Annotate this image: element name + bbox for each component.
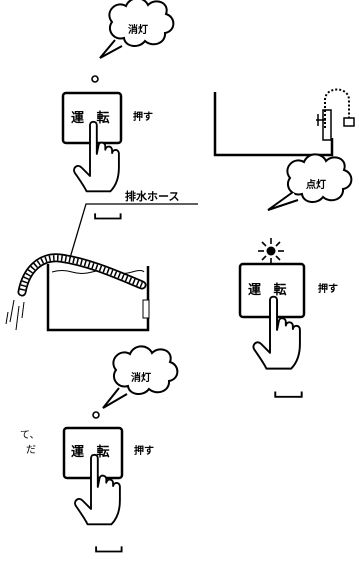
panel-bottom <box>62 345 179 553</box>
drain-hose-diagram <box>5 203 198 332</box>
top-bubble-label: 消灯 <box>128 25 148 36</box>
faucet-icon <box>316 88 355 128</box>
tank-faucet-diagram <box>213 88 355 157</box>
bottom-button-label: 運 転 <box>71 445 114 460</box>
cutoff-text-line-1: て、 <box>20 430 40 441</box>
top-button-label: 運 転 <box>71 111 114 126</box>
water-drops <box>5 299 25 331</box>
cutoff-text-line-2: だ <box>26 445 36 456</box>
thought-bubble-icon <box>102 345 179 409</box>
drain-hose-icon <box>17 253 147 297</box>
panel-right <box>238 153 353 398</box>
bottom-bubble-label: 消灯 <box>131 373 151 384</box>
right-bubble-label: 点灯 <box>306 180 326 191</box>
thought-bubble-icon <box>99 0 175 59</box>
drain-hose-label: 排水ホース <box>125 190 180 203</box>
right-button-label: 運 転 <box>248 283 291 298</box>
thought-bubble-icon <box>267 153 353 211</box>
indicator-lamp-icon <box>258 238 284 264</box>
water-tank-icon <box>46 264 150 332</box>
panel-top <box>61 0 175 220</box>
bottom-push-label: 押す <box>134 446 154 457</box>
hose-leader-line <box>69 203 198 259</box>
tank-outline <box>213 92 334 157</box>
indicator-lamp-icon <box>92 411 100 419</box>
indicator-lamp-icon <box>91 75 99 83</box>
right-push-label: 押す <box>318 284 338 295</box>
top-push-label: 押す <box>133 112 153 123</box>
